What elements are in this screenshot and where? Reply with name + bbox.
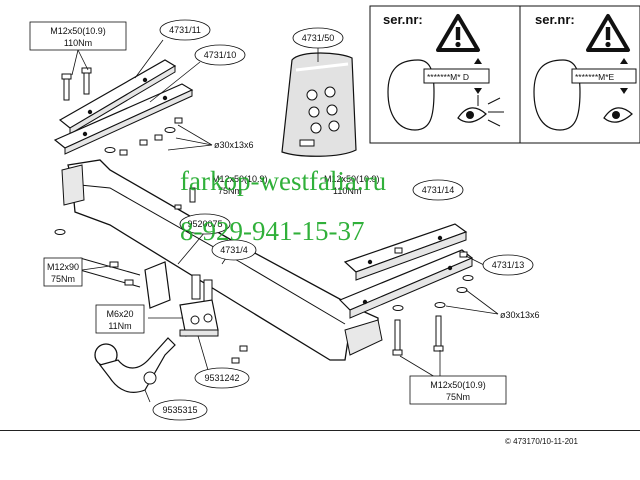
torque-text: 110Nm [333, 186, 361, 196]
leader-lines [71, 39, 499, 403]
callout-9535315: 9535315 [152, 399, 208, 421]
serial-panel-left: ser.nr: *******M* D [369, 5, 521, 144]
footer-copyright: © 473170/10-11-201 [505, 437, 578, 446]
callout-bolt-mid-b: M12x50(10.9) 110Nm [324, 174, 380, 196]
bracket-4731-14 [343, 223, 468, 281]
tow-bar-cross-beam [61, 159, 383, 361]
part-number: 4731/13 [492, 260, 525, 270]
part-number: 4731/10 [204, 50, 237, 60]
bolt-spec-text: M6x20 [106, 309, 133, 319]
serial-code-right: *******M*E [575, 72, 615, 82]
torque-text: 11Nm [108, 321, 131, 331]
eye-icon [603, 107, 633, 123]
callout-washer-top: ø30x13x6 [214, 140, 254, 150]
callout-bolt-small: M6x20 11Nm [95, 304, 145, 334]
washer-spec: ø30x13x6 [500, 310, 540, 320]
callout-bolt-mid-a: M12x50(10.9) 75Nm [212, 174, 268, 196]
callout-4731-13: 4731/13 [482, 254, 534, 276]
bracket-4731-13 [338, 249, 474, 319]
part-number: 9535315 [162, 405, 197, 415]
part-number: 4731/50 [302, 33, 335, 43]
socket-bracket [144, 261, 213, 309]
bolt-spec-text: M12x50(10.9) [212, 174, 268, 184]
bolt-spec-text: M12x90 [47, 262, 79, 272]
callout-4731-11: 4731/11 [159, 19, 211, 41]
callout-4731-10: 4731/10 [194, 44, 246, 66]
bracket-4731-10 [53, 83, 194, 155]
callout-bolt-bottom: M12x50(10.9) 75Nm [409, 375, 507, 405]
callout-bolt-left: M12x90 75Nm [43, 257, 83, 287]
serial-heading-left: ser.nr: [383, 12, 423, 27]
torque-text: 75Nm [218, 186, 242, 196]
bolt-spec-text: M12x50(10.9) [50, 26, 106, 36]
callout-4731-14: 4731/14 [412, 179, 464, 201]
torque-text: 75Nm [51, 274, 75, 284]
eye-icon [457, 97, 504, 127]
tow-ball-9535315 [94, 337, 176, 393]
bolt-spec-text: M12x50(10.9) [430, 380, 486, 390]
serial-panel-right: ser.nr: *******M*E [519, 5, 640, 144]
callout-washer-right: ø30x13x6 [500, 310, 540, 320]
washer-spec: ø30x13x6 [214, 140, 254, 150]
callout-9531242: 9531242 [194, 367, 250, 389]
serial-heading-right: ser.nr: [535, 12, 575, 27]
serial-code-left: *******M* D [427, 72, 469, 82]
torque-text: 75Nm [446, 392, 470, 402]
watermark: farkop-westfalia.ru 8-929-941-15-37 [180, 166, 387, 246]
callout-4731-50: 4731/50 [292, 27, 344, 49]
part-number: 9531242 [204, 373, 239, 383]
callout-bolt-top: M12x50(10.9) 110Nm [29, 21, 127, 51]
footer-rule [0, 430, 640, 431]
part-number: 4731/14 [422, 185, 455, 195]
callout-9520075: 9520075 [179, 213, 231, 235]
part-number: 4731/11 [169, 25, 201, 35]
coupling-bracket-9531242 [179, 299, 219, 337]
callout-4731-4: 4731/4 [211, 239, 257, 261]
bolt-kit-bag [281, 52, 357, 157]
watermark-site: farkop-westfalia.ru [180, 166, 387, 196]
part-number: 4731/4 [220, 245, 248, 255]
watermark-phone: 8-929-941-15-37 [180, 216, 364, 246]
bolt-set-right [392, 247, 474, 356]
part-number: 9520075 [187, 219, 222, 229]
bolt-spec-text: M12x50(10.9) [324, 174, 380, 184]
bracket-4731-11 [58, 59, 177, 135]
torque-text: 110Nm [64, 38, 92, 48]
